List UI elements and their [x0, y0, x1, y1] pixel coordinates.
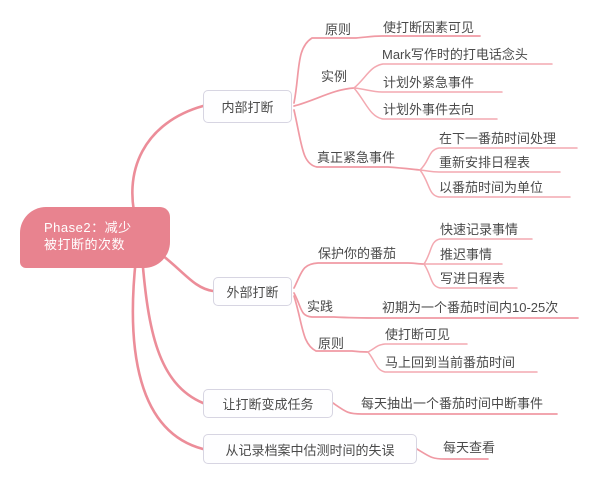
leaf-daily-pomodoro-for-interruptions[interactable]: 每天抽出一个番茄时间中断事件 [361, 396, 544, 411]
branch-rearrange [419, 169, 561, 173]
leaf-postpone-things[interactable]: 推迟事情 [440, 247, 493, 262]
node-external-interruption[interactable]: 外部打断 [213, 277, 292, 306]
branch-root-archive [131, 256, 205, 451]
node-practice[interactable]: 实践 [307, 299, 334, 314]
leaf-pomodoro-time-as-unit[interactable]: 以番茄时间为单位 [439, 180, 544, 195]
node-examples[interactable]: 实例 [321, 69, 348, 84]
branch-quick-record [423, 238, 533, 265]
branch-principle2 [293, 295, 369, 353]
branch-daily-interrupt-pomodoro [332, 402, 558, 415]
leaf-make-interruption-visible[interactable]: 使打断可见 [385, 327, 451, 342]
branch-principle1 [293, 35, 481, 104]
branch-write-schedule [423, 263, 518, 289]
node-protect-your-pomodoro[interactable]: 保护你的番茄 [318, 246, 397, 261]
branch-root-task [140, 254, 205, 405]
branch-truly-urgent [293, 109, 421, 171]
leaf-initial-10-25-times-per-pomodoro[interactable]: 初期为一个番茄时间内10-25次 [382, 300, 559, 315]
leaf-return-to-current-pomodoro[interactable]: 马上回到当前番茄时间 [385, 355, 516, 370]
leaf-mark-phone-call-idea[interactable]: Mark写作时的打电话念头 [382, 47, 528, 62]
leaf-rearrange-schedule[interactable]: 重新安排日程表 [439, 155, 531, 170]
branch-next-pomodoro [419, 147, 578, 171]
branch-unplanned-urgent [353, 87, 503, 93]
branch-practice [293, 292, 579, 319]
node-principle-1[interactable]: 原则 [325, 22, 352, 37]
node-turn-interruption-into-task[interactable]: 让打断变成任务 [203, 389, 333, 418]
branch-mark-phone [353, 63, 553, 89]
node-truly-urgent-events[interactable]: 真正紧急事件 [317, 150, 396, 165]
branch-examples [293, 87, 355, 107]
node-estimate-time-errors-from-records[interactable]: 从记录档案中估测时间的失误 [203, 434, 417, 464]
branch-make-visible [367, 343, 468, 353]
root-node[interactable]: Phase2：减少被打断的次数 [20, 207, 170, 268]
node-internal-interruption[interactable]: 内部打断 [203, 90, 292, 123]
leaf-quickly-record-things[interactable]: 快速记录事情 [440, 222, 519, 237]
branch-protect-pomodoro [293, 262, 425, 289]
leaf-check-daily[interactable]: 每天查看 [443, 440, 496, 455]
branch-unplanned-direction [353, 87, 498, 120]
leaf-handle-in-next-pomodoro[interactable]: 在下一番茄时间处理 [439, 131, 557, 146]
node-principle-2[interactable]: 原则 [318, 336, 345, 351]
leaf-unplanned-urgent-event[interactable]: 计划外紧急事件 [383, 75, 475, 90]
branch-check-daily [416, 448, 489, 460]
leaf-unplanned-event-direction[interactable]: 计划外事件去向 [383, 102, 475, 117]
branch-pomodoro-unit [419, 169, 571, 198]
branch-return-pomodoro [367, 351, 538, 373]
leaf-make-interruption-factors-visible[interactable]: 使打断因素可见 [383, 20, 475, 35]
leaf-write-into-schedule[interactable]: 写进日程表 [440, 271, 506, 286]
